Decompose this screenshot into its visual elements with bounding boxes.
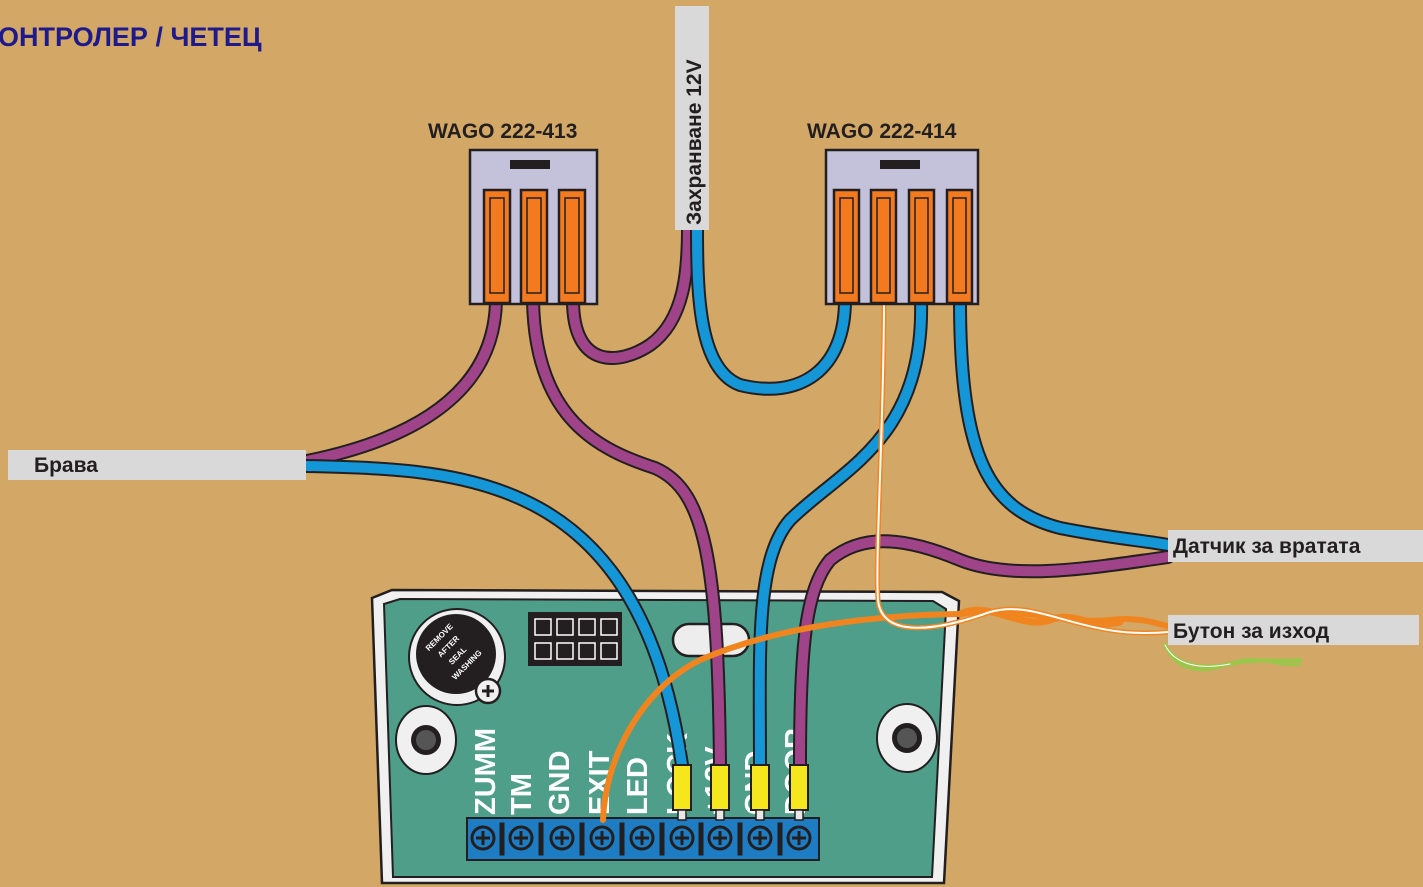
terminal-label-exit: EXIT (584, 750, 616, 815)
exit-button-label: Бутон за изход (1173, 620, 1329, 643)
screw-icon-led (629, 825, 655, 851)
page-title: ОНТРОЛЕР / ЧЕТЕЦ (0, 22, 262, 52)
exit-button-label-box (1168, 615, 1419, 645)
screw-icon-exit (589, 825, 615, 851)
wago-connector-414 (824, 148, 980, 306)
wago-connector-413 (468, 148, 599, 306)
lock-label-box (8, 450, 306, 480)
wire-door-sensor-blue (953, 293, 1175, 552)
door-sensor-label-box (1168, 530, 1423, 562)
screw-icon-12v (707, 825, 733, 851)
screw-icon-zumm (470, 825, 496, 851)
screw-icon-gnd2 (747, 825, 773, 851)
terminal-label-zumm: ZUMM (470, 728, 502, 815)
buzzer: REMOVE AFTER SEAL WASHING (408, 608, 506, 706)
lock-label: Брава (34, 454, 98, 477)
power-supply-label: Захранване 12V (683, 59, 706, 225)
wago-right-label: WAGO 222-414 (807, 120, 957, 143)
mount-hole-right (876, 703, 938, 773)
ferrules (672, 764, 809, 821)
mount-hole-left (395, 705, 457, 775)
screw-icon-gnd (549, 825, 575, 851)
terminal-screws (470, 822, 812, 856)
terminal-label-gnd: GND (544, 751, 576, 815)
screw-icon (474, 677, 502, 705)
pin-header (528, 612, 622, 666)
screw-icon-lock (669, 825, 695, 851)
wires (300, 221, 1302, 823)
door-sensor-label: Датчик за вратата (1173, 535, 1361, 558)
terminal-label-tm: TM (506, 773, 538, 815)
wago-left-label: WAGO 222-413 (428, 120, 577, 143)
power-supply-cable (675, 6, 709, 230)
screw-icon-door (786, 825, 812, 851)
screw-icon-tm (508, 825, 534, 851)
terminal-label-led: LED (622, 757, 654, 815)
wire-exit-orange (600, 608, 1171, 823)
